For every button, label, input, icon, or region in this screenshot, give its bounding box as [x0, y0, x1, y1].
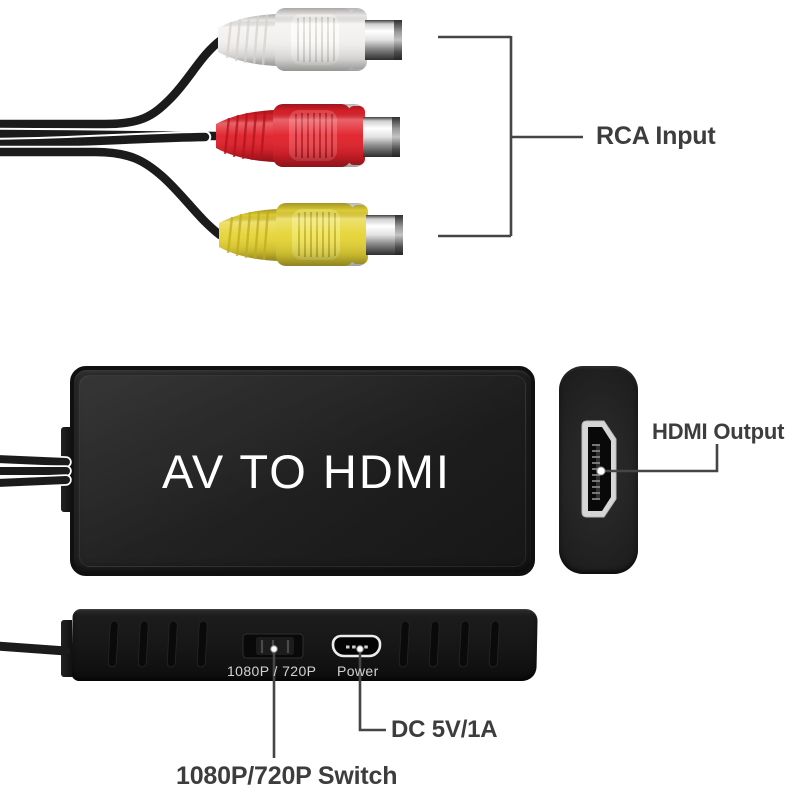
cable-into-bottom-view	[0, 641, 71, 656]
rca-cables	[0, 33, 228, 242]
converter-front-panel	[79, 375, 526, 567]
cable-to-red-plug	[0, 129, 221, 141]
rca-bracket	[438, 35, 583, 238]
bottom-cable-strain-relief	[61, 620, 72, 677]
rca-plug-white	[218, 8, 402, 71]
rca-plug-red	[216, 104, 400, 167]
cable-to-white-plug	[0, 35, 226, 129]
switch-callout-label: 1080P/720P Switch	[176, 762, 398, 790]
hdmi-output-label: HDMI Output	[652, 419, 785, 444]
rca-plug-yellow	[219, 203, 403, 266]
panel-power-label: Power	[337, 663, 379, 679]
cable-to-red-plug-2	[0, 132, 210, 149]
white-plug-metal-barrel	[365, 20, 396, 60]
yellow-plug-metal-barrel	[366, 215, 397, 255]
cable-to-yellow-plug	[0, 147, 225, 240]
dc-power-label: DC 5V/1A	[391, 716, 498, 743]
panel-switch-label: 1080P / 720P	[227, 663, 317, 679]
converter-front-view: AV TO HDMI	[70, 366, 535, 576]
converter-front-label: AV TO HDMI	[162, 444, 451, 498]
rca-input-label: RCA Input	[596, 122, 716, 150]
converter-side-view	[559, 366, 638, 574]
converter-cable-strain-relief	[61, 427, 71, 512]
input-cables-into-box	[0, 453, 72, 489]
red-plug-metal-barrel	[363, 117, 394, 157]
